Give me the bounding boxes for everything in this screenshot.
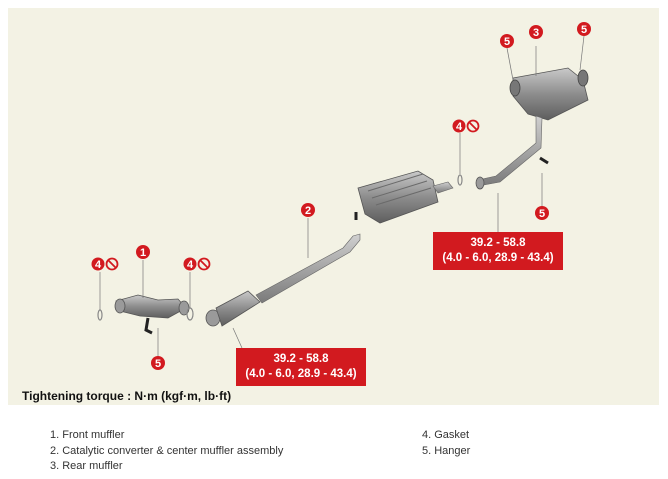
legend-item: 4. Gasket [422,429,470,441]
no-reuse-icon [466,119,480,133]
gasket-left [97,309,103,321]
callout-1: 1 [136,245,150,259]
torque-conversions: (4.0 - 6.0, 28.9 - 43.4) [442,252,554,264]
callout-5-mid: 5 [535,206,549,220]
legend-item: 1. Front muffler [50,429,125,441]
gasket-mid [186,307,194,321]
torque-spec-bottom: 39.2 - 58.8 (4.0 - 6.0, 28.9 - 43.4) [236,348,366,386]
catalytic-converter-assembly [205,170,454,327]
legend-item: 2. Catalytic converter & center muffler … [50,444,284,457]
leader-lines [99,35,585,358]
rear-muffler [475,67,589,190]
svg-text:5: 5 [539,208,545,220]
svg-text:4: 4 [456,121,463,133]
legend-left: 1. Front muffler 2. Catalytic converter … [50,428,283,475]
svg-text:4: 4 [187,259,194,271]
torque-caption: Tightening torque : N·m (kgf·m, lb·ft) [22,389,232,403]
callout-2: 2 [301,203,315,217]
callout-5-front: 5 [151,356,165,370]
svg-text:3: 3 [533,27,539,39]
svg-text:5: 5 [155,358,161,370]
exhaust-diagram: 1 2 3 5 5 5 5 4 [8,8,659,405]
svg-text:5: 5 [581,24,587,36]
svg-text:5: 5 [504,36,510,48]
svg-text:1: 1 [140,247,146,259]
front-muffler [114,294,190,335]
no-reuse-icon [197,257,211,271]
gasket-right [457,174,463,186]
torque-value: 39.2 - 58.8 [273,353,329,365]
callout-5-rear-left: 5 [500,34,514,48]
callout-3: 3 [529,25,543,39]
callout-4-right: 4 [452,119,480,133]
torque-spec-right: 39.2 - 58.8 (4.0 - 6.0, 28.9 - 43.4) [433,232,563,270]
svg-text:2: 2 [305,205,311,217]
callout-4-mid: 4 [183,257,211,271]
torque-conversions: (4.0 - 6.0, 28.9 - 43.4) [245,368,357,380]
callout-4-left: 4 [91,257,119,271]
svg-text:4: 4 [95,259,102,271]
exhaust-illustration: 1 2 3 5 5 5 5 4 [91,22,591,370]
no-reuse-icon [105,257,119,271]
legend-right: 4. Gasket 5. Hanger [422,428,470,459]
torque-value: 39.2 - 58.8 [470,237,526,249]
legend-item: 3. Rear muffler [50,460,123,472]
callout-5-rear-right: 5 [577,22,591,36]
legend-item: 5. Hanger [422,444,471,457]
